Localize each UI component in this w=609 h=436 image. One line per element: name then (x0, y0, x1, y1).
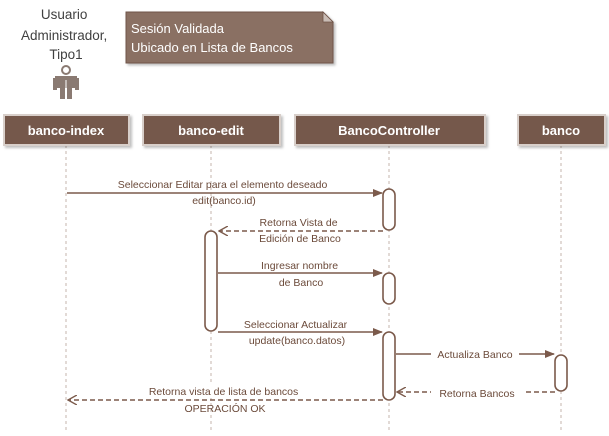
activation-bar-edit (204, 230, 218, 332)
message-label-line: edit(banco.id) (192, 195, 256, 207)
actor-label: Usuario Administrador, Tipo1 (21, 7, 111, 62)
message-label-line: de Banco (279, 277, 324, 289)
message-label-bg (134, 385, 316, 398)
message-label-bg (431, 386, 523, 399)
message-label-3: Ingresar nombre de Banco (261, 260, 341, 289)
message-label-line: Edición de Banco (259, 233, 341, 245)
actor-icon (53, 65, 79, 99)
message-label-1: Seleccionar Editar para el elemento dese… (118, 179, 330, 207)
lifeline-header-banco-edit[interactable] (142, 114, 281, 146)
message-label-line: Retorna vista de lista de bancos (149, 386, 298, 398)
message-label-6: Retorna Bancos (439, 388, 514, 400)
actor-label-line: Administrador, (21, 28, 107, 43)
message-label-2: Retorna Vista de Edición de Banco (259, 217, 341, 245)
lifeline-label: banco (542, 123, 580, 138)
message-label-line: update(banco.datos) (249, 335, 345, 347)
message-label-4: Seleccionar Actualizar update(banco.dato… (244, 319, 350, 347)
message-label-line: Retorna Vista de (260, 217, 338, 229)
lifeline-label: banco-index (28, 123, 105, 138)
message-label-5: Actualiza Banco (437, 349, 512, 361)
actor-label-line: Usuario (41, 7, 88, 22)
activation-bar-controller-2 (382, 272, 396, 305)
message-label-line: OPERACIÓN OK (184, 402, 265, 415)
message-label-7: Retorna vista de lista de bancos OPERACI… (149, 386, 301, 415)
lifeline-header-banco-index[interactable] (3, 114, 130, 146)
session-note (125, 11, 334, 64)
message-label-bg (431, 347, 519, 360)
lifeline-label: banco-edit (178, 123, 244, 138)
lifeline-header-banco-controller[interactable] (294, 114, 486, 146)
lifeline-label: BancoController (338, 123, 440, 138)
note-line: Ubicado en Lista de Bancos (131, 40, 293, 55)
note-line: Sesión Validada (131, 21, 225, 36)
lifeline-header-banco[interactable] (517, 114, 606, 146)
message-label-line: Ingresar nombre (261, 260, 338, 272)
activation-bar-controller-3 (382, 331, 396, 401)
message-label-line: Seleccionar Actualizar (244, 319, 348, 331)
actor-label-line: Tipo1 (49, 47, 82, 62)
note-text: Sesión Validada Ubicado en Lista de Banc… (131, 21, 293, 55)
activation-bar-banco (554, 354, 568, 392)
message-label-line: Seleccionar Editar para el elemento dese… (118, 179, 328, 191)
activation-bar-controller-1 (382, 188, 396, 231)
